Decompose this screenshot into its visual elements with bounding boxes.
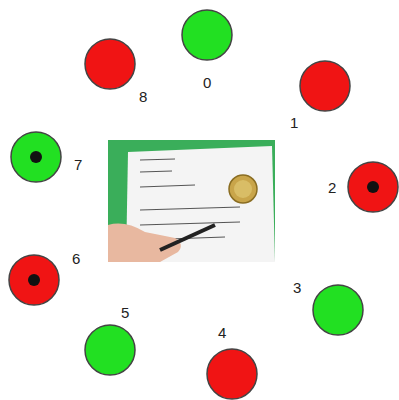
black-dot bbox=[28, 274, 40, 286]
callout-number: 0 bbox=[203, 75, 211, 90]
green-circle bbox=[85, 325, 135, 375]
green-circle bbox=[313, 285, 363, 335]
black-dot bbox=[30, 151, 42, 163]
red-circle bbox=[85, 39, 135, 89]
red-circle bbox=[348, 162, 398, 212]
red-circle bbox=[207, 349, 257, 399]
callout-number: 4 bbox=[218, 325, 226, 340]
callout-number: 8 bbox=[139, 89, 147, 104]
callout-number: 5 bbox=[121, 305, 129, 320]
tally-photo bbox=[108, 140, 275, 262]
callout-number: 1 bbox=[290, 115, 298, 130]
green-circle bbox=[11, 132, 61, 182]
green-circle bbox=[182, 10, 232, 60]
callout-number: 6 bbox=[72, 251, 80, 266]
callout-number: 3 bbox=[293, 280, 301, 295]
red-circle bbox=[9, 255, 59, 305]
black-dot bbox=[367, 181, 379, 193]
callout-number: 2 bbox=[328, 180, 336, 195]
callout-number: 7 bbox=[74, 157, 82, 172]
red-circle bbox=[300, 61, 350, 111]
